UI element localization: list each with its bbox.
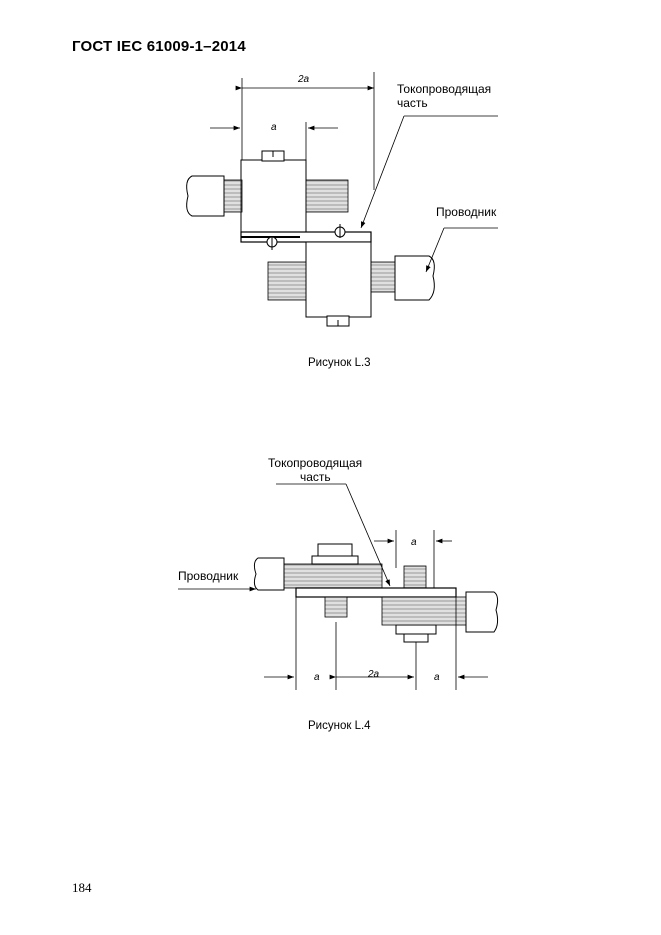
document-header: ГОСТ IEC 61009-1–2014 — [72, 38, 246, 55]
l3-current-part-label-line1: Токопроводящая — [397, 82, 491, 96]
figure-l4-caption: Рисунок L.4 — [308, 720, 371, 732]
l4-dim-2a: 2a — [367, 669, 380, 680]
l4-dim-a-right: a — [434, 672, 440, 683]
l4-conductor-label: Проводник — [178, 569, 239, 583]
figure-l3-caption: Рисунок L.3 — [308, 357, 371, 369]
figure-l4-drawing: Токопроводящая часть Проводник a a 2a a — [178, 456, 499, 690]
l3-dim-2a: 2a — [297, 74, 310, 85]
l3-current-part-label-line2: часть — [397, 96, 428, 110]
page-number: 184 — [72, 880, 92, 895]
l4-current-part-label-line2: часть — [300, 470, 331, 484]
l4-dim-a-top: a — [411, 537, 417, 548]
l3-dim-a: a — [271, 122, 277, 133]
l4-current-part-label-line1: Токопроводящая — [268, 456, 362, 470]
l4-dim-a-left: a — [314, 672, 320, 683]
l3-conductor-label: Проводник — [436, 205, 497, 219]
figure-l3-drawing: Токопроводящая часть Проводник 2a a — [186, 72, 498, 327]
